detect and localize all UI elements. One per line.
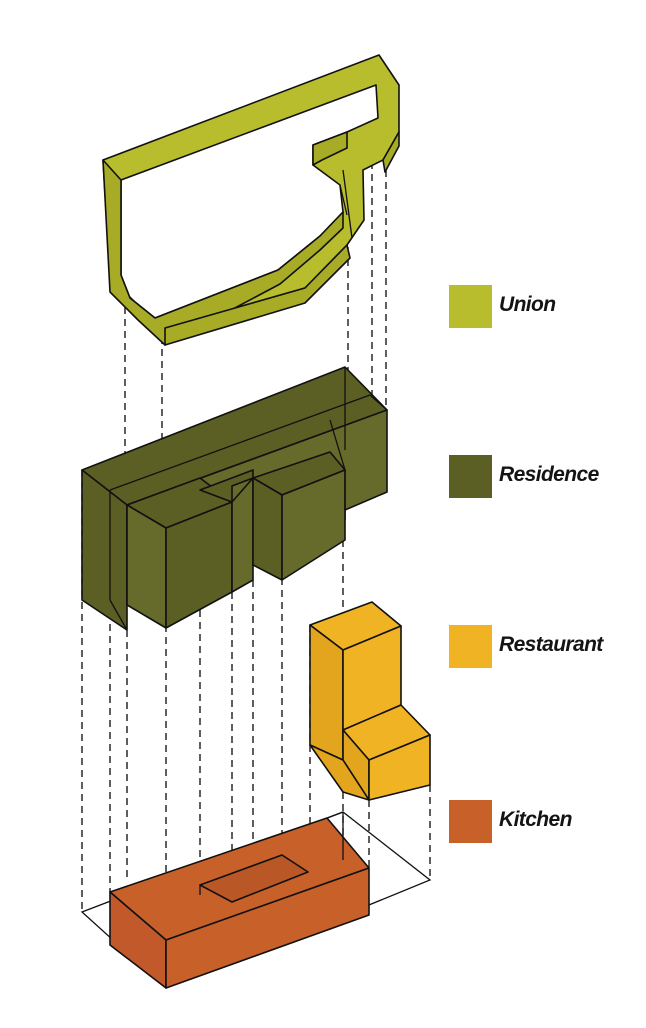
legend-label-restaurant: Restaurant xyxy=(499,633,603,656)
legend-label-residence: Residence xyxy=(499,463,599,486)
restaurant-side-face xyxy=(309,744,370,801)
residence-side-face xyxy=(252,477,283,581)
kitchen-volume xyxy=(80,811,432,989)
residence-top-face xyxy=(199,469,254,503)
restaurant-side-face xyxy=(309,624,344,761)
legend-label-kitchen: Kitchen xyxy=(499,808,572,831)
union-side-face xyxy=(102,159,344,346)
residence-side-face xyxy=(231,477,254,593)
legend-swatch-restaurant xyxy=(449,625,492,668)
legend-swatch-residence xyxy=(449,455,492,498)
union-volume xyxy=(102,54,400,346)
restaurant-volume xyxy=(309,601,431,801)
projection-lines xyxy=(81,98,431,912)
legend-swatch-union xyxy=(449,285,492,328)
union-side-face xyxy=(312,131,348,166)
union-side-face xyxy=(164,244,351,346)
union-side-face xyxy=(382,131,400,173)
kitchen-recess xyxy=(199,854,309,903)
kitchen-side-face xyxy=(165,867,370,989)
residence-side-face xyxy=(281,469,346,581)
restaurant-side-face xyxy=(368,734,431,801)
legend-label-union: Union xyxy=(499,293,556,316)
legend-swatch-kitchen xyxy=(449,800,492,843)
residence-volume xyxy=(81,366,388,631)
